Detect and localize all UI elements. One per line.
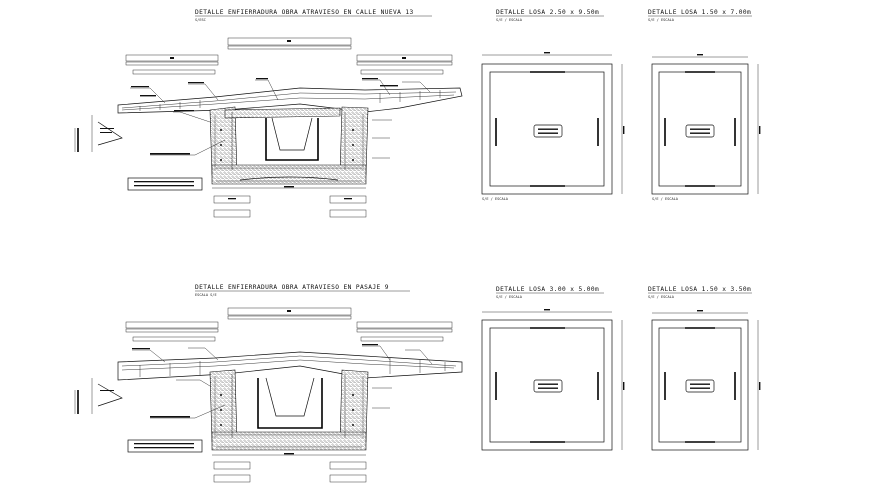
deck-slab [117, 351, 463, 381]
slab-detail-2-title: DETALLE LOSA 1.50 x 7.00m [648, 9, 751, 16]
section-detail-2-subtitle: ESCALA S/E [195, 293, 217, 297]
slab-detail-3-subtitle: S/E / ESCALA [496, 295, 523, 299]
slab-detail-2-subtitle: S/E / ESCALA [648, 18, 675, 22]
slab-detail-4-title: DETALLE LOSA 1.50 x 3.50m [648, 286, 751, 293]
box-culvert [209, 106, 369, 185]
leaders [130, 78, 431, 159]
slab-detail-1-title: DETALLE LOSA 2.50 x 9.50m [496, 9, 599, 16]
slab-detail-2: DETALLE LOSA 1.50 x 7.00m S/E / ESCALA S… [648, 9, 761, 201]
legend-box [127, 439, 203, 453]
bottom-dimensions [212, 453, 367, 483]
angle-detail [74, 115, 123, 152]
dimension-strips [125, 307, 453, 342]
bottom-dimensions [212, 186, 367, 218]
slab-detail-3-title: DETALLE LOSA 3.00 x 5.00m [496, 286, 599, 293]
section-detail-1-subtitle: S/ESC [195, 18, 206, 22]
slab-detail-1-caption: S/E / ESCALA [482, 197, 509, 201]
box-culvert [209, 369, 369, 451]
deck-slab [117, 85, 463, 114]
dimension-strips [125, 37, 453, 75]
slab-detail-4-subtitle: S/E / ESCALA [648, 295, 675, 299]
slab-detail-2-caption: S/E / ESCALA [652, 197, 679, 201]
section-detail-1-title: DETALLE ENFIERRADURA OBRA ATRAVIESO EN C… [195, 9, 414, 16]
slab-detail-1: DETALLE LOSA 2.50 x 9.50m S/E / ESCALA S… [481, 9, 625, 201]
slab-detail-4: DETALLE LOSA 1.50 x 3.50m S/E / ESCALA [648, 286, 761, 451]
section-detail-1: DETALLE ENFIERRADURA OBRA ATRAVIESO EN C… [74, 9, 463, 218]
section-detail-2-title: DETALLE ENFIERRADURA OBRA ATRAVIESO EN P… [195, 284, 389, 291]
slab-detail-1-subtitle: S/E / ESCALA [496, 18, 523, 22]
section-detail-2: DETALLE ENFIERRADURA OBRA ATRAVIESO EN P… [74, 284, 463, 483]
leaders [132, 344, 433, 419]
legend-box [127, 177, 203, 191]
slab-detail-3: DETALLE LOSA 3.00 x 5.00m S/E / ESCALA [481, 286, 625, 451]
angle-detail [74, 378, 123, 414]
